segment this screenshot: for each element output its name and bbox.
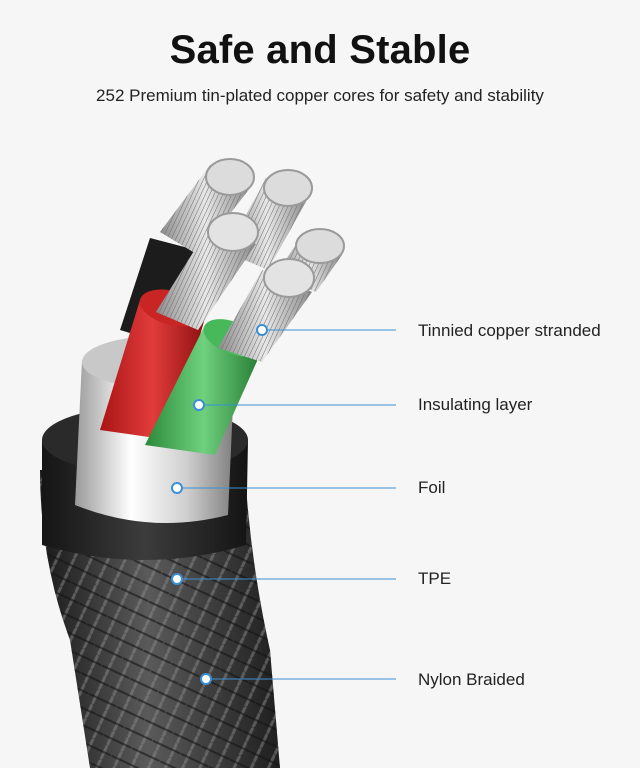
callout-label-nylon: Nylon Braided — [418, 670, 525, 689]
callout-label-copper: Tinnied copper stranded — [418, 321, 601, 340]
copper-strands — [156, 158, 345, 362]
callout-label-insulating: Insulating layer — [418, 395, 533, 414]
marker-nylon — [200, 673, 212, 685]
page-title: Safe and Stable — [169, 28, 471, 72]
marker-copper — [256, 324, 268, 336]
page-subtitle: 252 Premium tin-plated copper cores for … — [96, 86, 544, 105]
marker-insulating — [193, 399, 205, 411]
callout-leaders — [171, 324, 396, 685]
callout-label-foil: Foil — [418, 478, 446, 497]
callout-label-tpe: TPE — [418, 569, 452, 588]
marker-tpe — [171, 573, 183, 585]
marker-foil — [171, 482, 183, 494]
